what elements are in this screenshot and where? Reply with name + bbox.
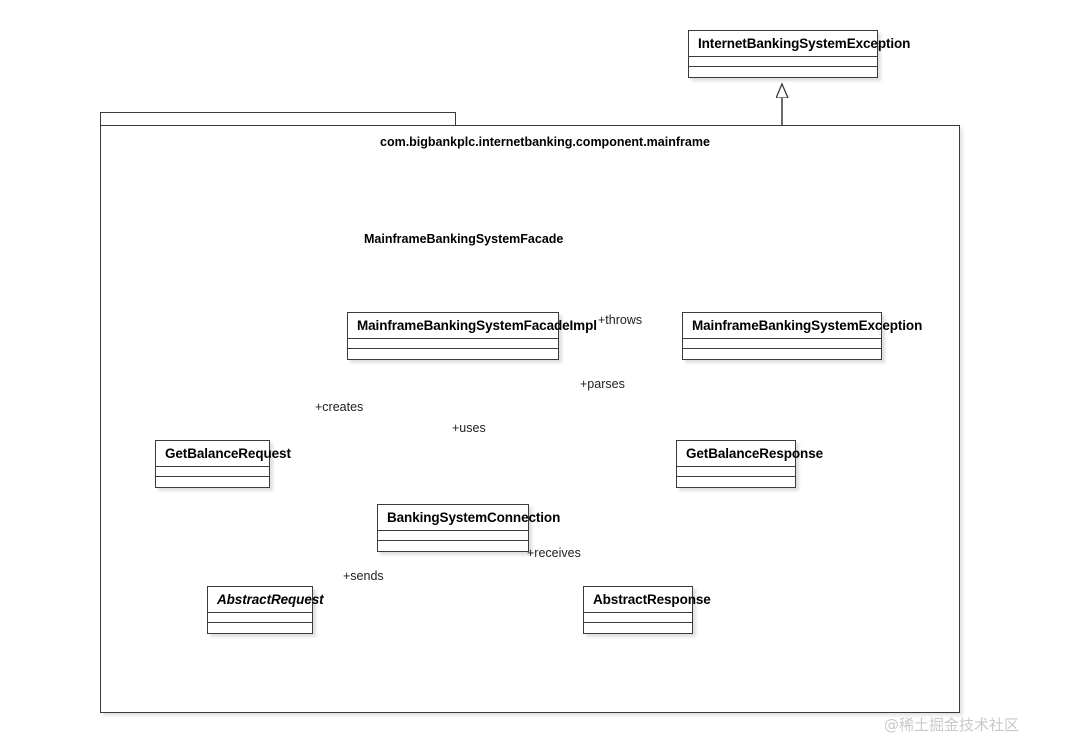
class-internetbankingsystemexception[interactable]: InternetBankingSystemException — [688, 30, 910, 78]
class-name: MainframeBankingSystemException — [683, 313, 922, 339]
class-attributes-compartment — [378, 531, 528, 541]
package-label: com.bigbankplc.internetbanking.component… — [380, 135, 710, 149]
class-operations-compartment — [208, 623, 312, 633]
watermark: @稀土掘金技术社区 — [884, 716, 1020, 734]
class-abstractrequest[interactable]: AbstractRequest — [207, 586, 324, 634]
edge-label-uses: +uses — [452, 421, 486, 435]
class-name: GetBalanceRequest — [156, 441, 291, 467]
class-attributes-compartment — [584, 613, 692, 623]
package-tab — [100, 112, 456, 126]
class-operations-compartment — [348, 349, 558, 359]
edge-label-throws: +throws — [598, 313, 643, 327]
class-getbalanceresponse[interactable]: GetBalanceResponse — [676, 440, 823, 488]
class-operations-compartment — [683, 349, 881, 359]
class-attributes-compartment — [677, 467, 795, 477]
class-operations-compartment — [677, 477, 795, 487]
class-mainframebankingsystemfacadeimpl[interactable]: MainframeBankingSystemFacadeImpl — [347, 312, 597, 360]
class-bankingsystemconnection[interactable]: BankingSystemConnection — [377, 504, 560, 552]
class-attributes-compartment — [683, 339, 881, 349]
class-operations-compartment — [156, 477, 269, 487]
class-abstractresponse[interactable]: AbstractResponse — [583, 586, 711, 634]
class-name: AbstractResponse — [584, 587, 711, 613]
interface-label: MainframeBankingSystemFacade — [364, 232, 564, 246]
class-attributes-compartment — [689, 57, 877, 67]
edge-label-creates: +creates — [315, 400, 364, 414]
class-name: BankingSystemConnection — [378, 505, 560, 531]
class-attributes-compartment — [156, 467, 269, 477]
class-attributes-compartment — [348, 339, 558, 349]
class-name: MainframeBankingSystemFacadeImpl — [348, 313, 597, 339]
class-operations-compartment — [584, 623, 692, 633]
edge-label-parses: +parses — [580, 377, 625, 391]
class-getbalancerequest[interactable]: GetBalanceRequest — [155, 440, 291, 488]
class-name: InternetBankingSystemException — [689, 31, 910, 57]
class-name: GetBalanceResponse — [677, 441, 823, 467]
edge-label-receives: +receives — [527, 546, 581, 560]
class-operations-compartment — [689, 67, 877, 77]
class-operations-compartment — [378, 541, 528, 551]
class-name: AbstractRequest — [208, 587, 324, 613]
edge-label-sends: +sends — [343, 569, 384, 583]
class-mainframebankingsystemexception[interactable]: MainframeBankingSystemException — [682, 312, 922, 360]
class-attributes-compartment — [208, 613, 312, 623]
